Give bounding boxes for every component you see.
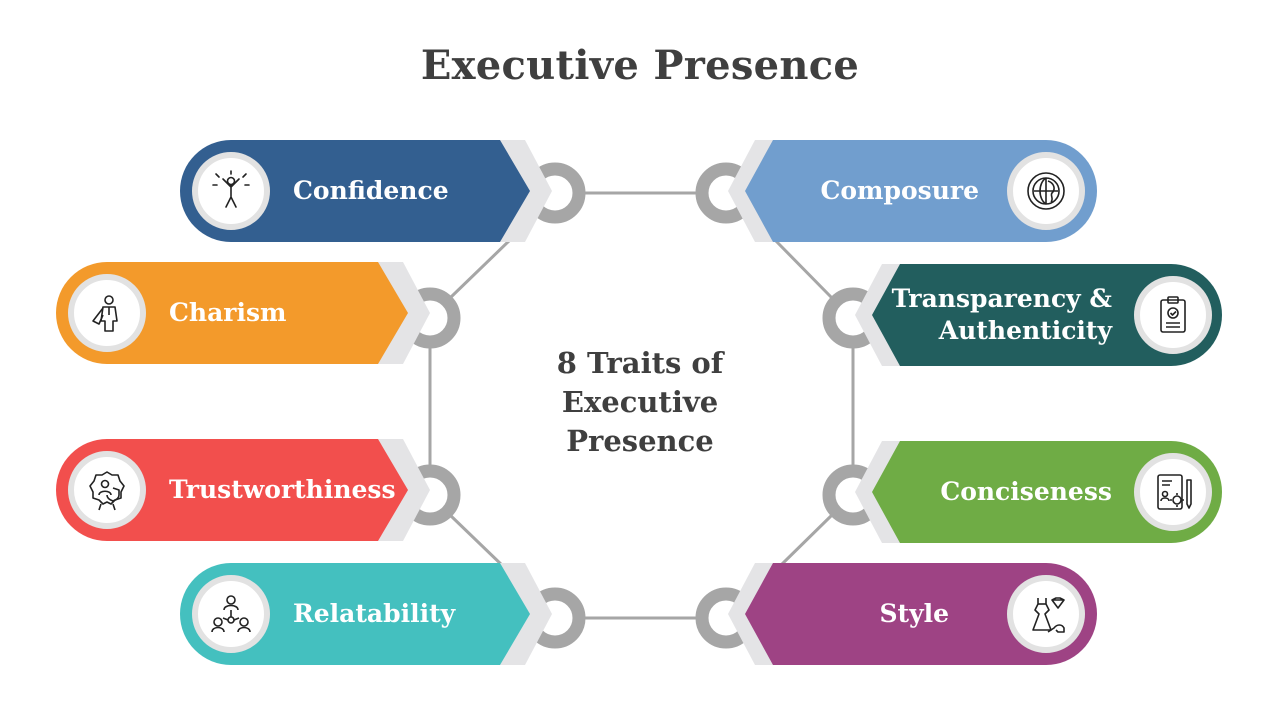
trait-label: Confidence xyxy=(293,176,449,205)
document-settings-icon xyxy=(1134,453,1212,531)
trait-relatability: Relatability xyxy=(180,563,550,665)
page-title: Executive Presence xyxy=(420,42,860,89)
pill-shape-conciseness xyxy=(872,441,1222,543)
dress-heel-icon xyxy=(1007,575,1085,653)
trait-label: Relatability xyxy=(293,599,456,628)
pill-shape-relatability xyxy=(180,563,530,665)
trait-label: Composure xyxy=(820,176,979,205)
trait-label: Style xyxy=(879,599,949,628)
trait-charism: Charism xyxy=(56,262,426,364)
trait-composure: Composure xyxy=(745,140,1097,242)
trait-transparency-authenticity: Transparency & Authenticity xyxy=(872,264,1224,366)
trait-style: Style xyxy=(745,563,1097,665)
trait-label: Transparency & Authenticity xyxy=(891,284,1112,345)
center-heading: 8 Traits of Executive Presence xyxy=(556,346,724,458)
shield-badge-icon xyxy=(68,451,146,529)
person-celebrating-icon xyxy=(192,152,270,230)
pill-shape-confidence xyxy=(180,140,530,242)
trait-label: Trustworthiness xyxy=(169,475,396,504)
businessman-cape-icon xyxy=(68,274,146,352)
team-network-icon xyxy=(192,575,270,653)
trait-label: Conciseness xyxy=(940,477,1112,506)
pill-shape-style xyxy=(745,563,1097,665)
trait-conciseness: Conciseness xyxy=(872,441,1224,543)
trait-trustworthiness: Trustworthiness xyxy=(56,439,426,541)
globe-head-icon xyxy=(1007,152,1085,230)
pill-shape-trustworthiness xyxy=(56,439,408,541)
clipboard-check-icon xyxy=(1134,276,1212,354)
pill-shape-charism xyxy=(56,262,408,364)
pill-shape-composure xyxy=(745,140,1097,242)
pill-shape-transparency xyxy=(872,264,1222,366)
trait-confidence: Confidence xyxy=(180,140,550,242)
trait-label: Charism xyxy=(169,298,287,327)
